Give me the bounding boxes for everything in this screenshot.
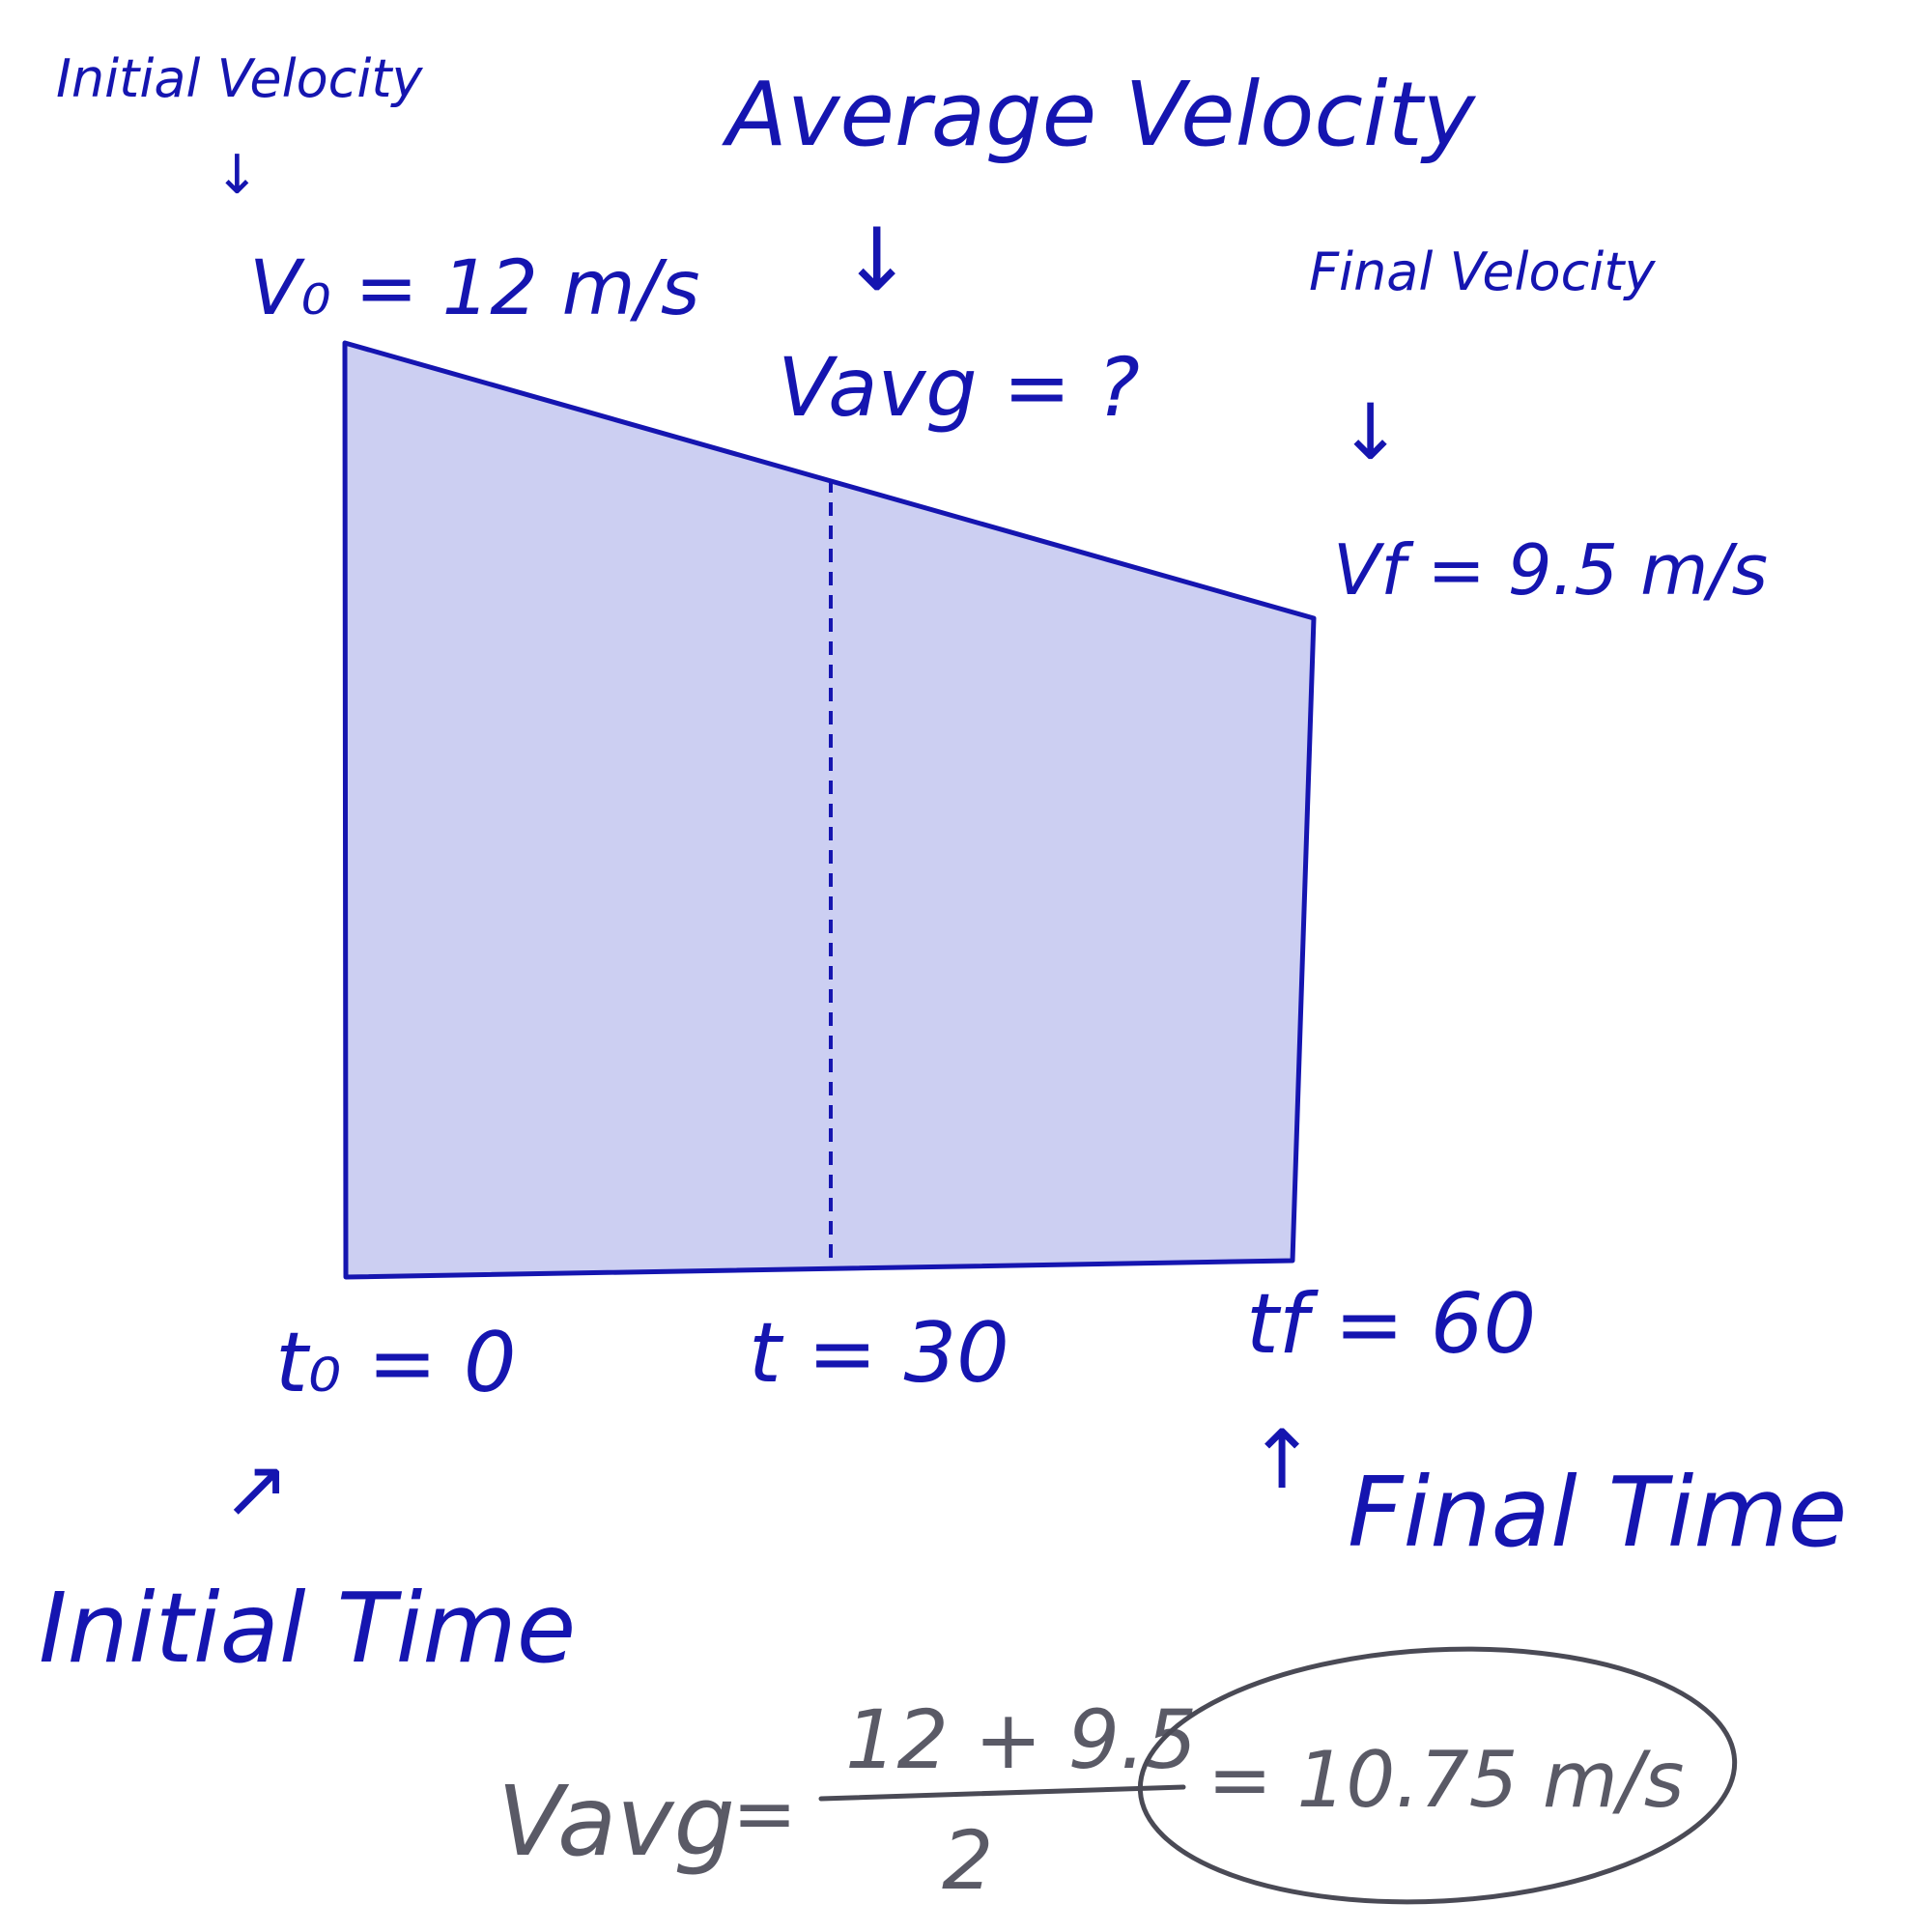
initial-time-label: Initial Time xyxy=(39,1572,576,1685)
tmid-label: t = 30 xyxy=(749,1305,1009,1402)
fraction-bar xyxy=(818,1784,1186,1802)
result-circle xyxy=(1137,1646,1738,1905)
average-velocity-label: Average Velocity xyxy=(722,63,1477,166)
vf-label: Vf = 9.5 m/s xyxy=(1333,529,1768,611)
t0-label: t₀ = 0 xyxy=(275,1315,517,1411)
final-velocity-arrow-icon: ↓ xyxy=(1338,387,1403,477)
final-time-arrow-icon: ↑ xyxy=(1248,1412,1316,1507)
final-velocity-label: Final Velocity xyxy=(1309,242,1656,302)
equation-numerator: 12 + 9.5 xyxy=(845,1692,1197,1787)
vavg-question-label: Vavg = ? xyxy=(778,340,1140,435)
initial-velocity-arrow-icon: ↓ xyxy=(214,144,260,207)
equation-result: = 10.75 m/s xyxy=(1208,1735,1684,1825)
final-time-label: Final Time xyxy=(1348,1456,1847,1569)
initial-velocity-label: Initial Velocity xyxy=(56,48,423,109)
tf-label: tf = 60 xyxy=(1246,1276,1536,1373)
equation-denominator: 2 xyxy=(942,1813,993,1908)
initial-time-arrow-icon: ↗ xyxy=(222,1441,290,1536)
v0-label: V₀ = 12 m/s xyxy=(249,245,700,332)
average-velocity-arrow-icon: ↓ xyxy=(840,210,913,311)
equation-equals: = xyxy=(732,1769,797,1859)
equation-lhs: Vavg xyxy=(497,1765,735,1878)
